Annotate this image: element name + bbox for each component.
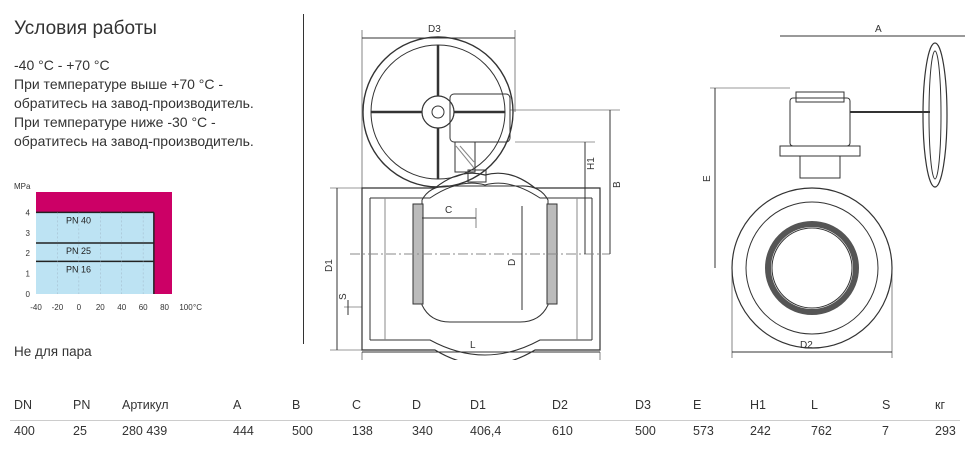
column-header: D3: [635, 398, 651, 412]
table-row: 400 25 280 439 444 500 138 340 406,4 610 500 573 24…: [0, 416, 970, 440]
x-tick-label: -20: [52, 303, 64, 312]
x-tick-label: 20: [96, 303, 105, 312]
x-tick-label: 40: [117, 303, 126, 312]
pressure-temperature-chart: PN 40 PN 25 PN 16 0 1 2 3 4 -40 -20 0 20 40 60 80 100 MP…: [14, 182, 202, 312]
dim-label-h1: H1: [586, 157, 597, 170]
dim-label-s: S: [338, 293, 349, 300]
x-axis-unit: °C: [193, 303, 202, 312]
y-tick-label: 1: [26, 270, 31, 279]
condition-line: -40 °C - +70 °C: [14, 57, 110, 73]
dim-label-c: C: [445, 205, 452, 216]
series-label: PN 25: [66, 246, 91, 256]
section-title: Условия работы: [14, 18, 157, 39]
y-axis-unit: MPa: [14, 182, 31, 191]
table-cell: 138: [352, 424, 373, 438]
table-cell: 340: [412, 424, 433, 438]
x-tick-label: 100: [179, 303, 193, 312]
steam-note: Не для пара: [14, 344, 92, 359]
y-tick-label: 2: [26, 249, 31, 258]
condition-line: При температуре выше +70 °C -: [14, 76, 224, 92]
table-cell: 610: [552, 424, 573, 438]
table-divider: [10, 420, 960, 421]
dim-label-b: B: [612, 181, 623, 188]
table-cell: 400: [14, 424, 35, 438]
series-label: PN 40: [66, 215, 91, 225]
dim-label-d3: D3: [428, 24, 441, 35]
series-label: PN 16: [66, 264, 91, 274]
column-header: D1: [470, 398, 486, 412]
side-view: A E D2: [702, 24, 965, 358]
chart-fill-region: [36, 212, 154, 294]
vertical-divider: [303, 14, 304, 344]
column-header: B: [292, 398, 301, 412]
x-tick-label: 0: [77, 303, 82, 312]
dim-label-d2: D2: [800, 340, 813, 351]
column-header: E: [693, 398, 702, 412]
condition-line: обратитесь на завод-производитель.: [14, 133, 254, 149]
condition-line: При температуре ниже -30 °C -: [14, 114, 216, 130]
column-header: DN: [14, 398, 33, 412]
column-header: Артикул: [122, 398, 169, 412]
column-header: D: [412, 398, 422, 412]
column-header: A: [233, 398, 242, 412]
column-header: PN: [73, 398, 91, 412]
table-cell: 280 439: [122, 424, 168, 438]
condition-line: обратитесь на завод-производитель.: [14, 95, 254, 111]
column-header: H1: [750, 398, 766, 412]
dim-label-d: D: [507, 259, 518, 266]
x-tick-label: 60: [139, 303, 148, 312]
y-tick-label: 3: [26, 229, 31, 238]
dim-label-a: A: [875, 24, 882, 35]
x-tick-label: 80: [160, 303, 169, 312]
x-tick-label: -40: [30, 303, 42, 312]
table-cell: 573: [693, 424, 714, 438]
dim-label-e: E: [702, 175, 713, 182]
front-view: D3 H1 B C D D1 S L: [324, 24, 623, 360]
table-cell: 406,4: [470, 424, 502, 438]
column-header: C: [352, 398, 362, 412]
valve-technical-drawing: D3 H1 B C D D1 S L: [324, 24, 965, 360]
column-header: кг: [935, 398, 946, 412]
table-cell: 500: [635, 424, 656, 438]
column-header: D2: [552, 398, 568, 412]
y-tick-label: 4: [26, 208, 31, 217]
table-cell: 293: [935, 424, 956, 438]
table-cell: 444: [233, 424, 254, 438]
table-cell: 500: [292, 424, 313, 438]
table-cell: 7: [882, 424, 889, 438]
table-cell: 242: [750, 424, 771, 438]
column-header: S: [882, 398, 891, 412]
table-cell: 25: [73, 424, 87, 438]
operating-conditions: -40 °C - +70 °C При температуре выше +70…: [14, 56, 254, 151]
dim-label-l: L: [470, 340, 476, 351]
dim-label-d1: D1: [324, 259, 335, 272]
table-cell: 762: [811, 424, 832, 438]
y-tick-label: 0: [26, 290, 31, 299]
column-header: L: [811, 398, 818, 412]
